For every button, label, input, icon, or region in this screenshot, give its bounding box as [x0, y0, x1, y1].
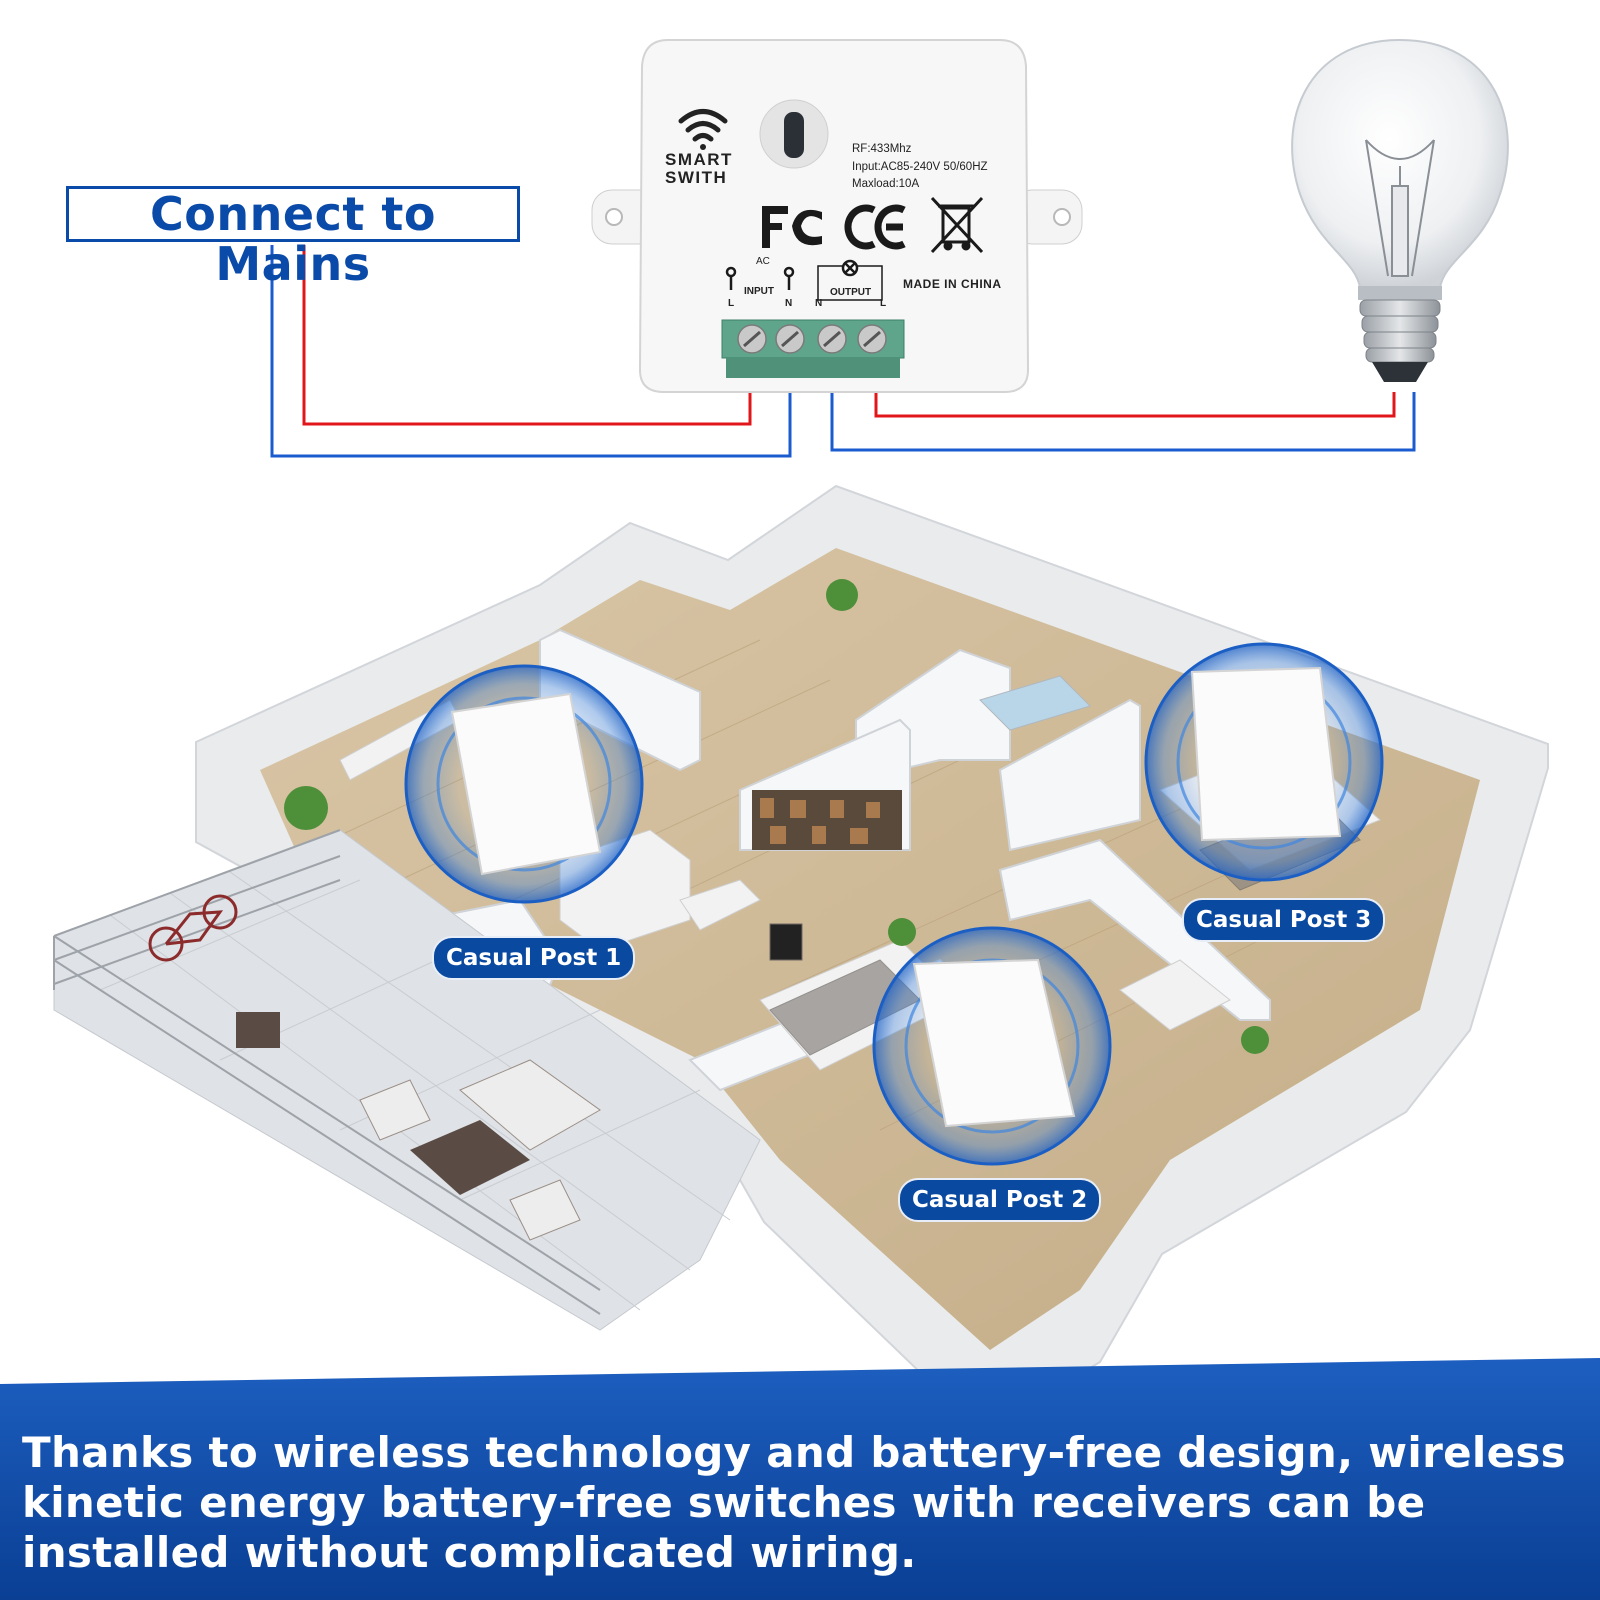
bookshelf [752, 790, 902, 850]
post-label-1: Casual Post 1 [432, 936, 636, 980]
bathtub [979, 675, 1091, 731]
spec-rf: RF:433Mhz [852, 143, 912, 155]
wiring [270, 245, 1416, 458]
weee-bin-icon [930, 196, 984, 254]
input-terminal-l: L [728, 298, 735, 309]
pair-button [759, 99, 829, 169]
load-live-wire [874, 392, 1396, 418]
input-terminal-n: N [785, 298, 793, 309]
terrace-railing [53, 829, 601, 1315]
ce-logo [844, 204, 906, 250]
receiver-brand: SMART SWITH [665, 150, 733, 187]
post-label-3: Casual Post 3 [1182, 898, 1386, 942]
terminal-block [721, 319, 905, 378]
output-terminal-n: N [815, 298, 823, 309]
receiver-specs: RF:433Mhz Input:AC85-240V 50/60HZ Maxloa… [852, 141, 988, 194]
switch-post-1 [404, 664, 644, 904]
output-terminal-l: L [880, 298, 887, 309]
wall-switch-2 [912, 958, 1076, 1128]
terminal-markings [725, 259, 883, 301]
load-neutral-wire [830, 392, 1416, 452]
wall-switch-1 [450, 692, 602, 876]
bicycle [148, 894, 238, 962]
banner-description: Thanks to wireless technology and batter… [22, 1428, 1566, 1577]
input-label: INPUT [744, 286, 774, 297]
light-bulb [1291, 38, 1509, 382]
output-label: OUTPUT [830, 287, 872, 298]
receiver-module [591, 39, 1083, 393]
info-banner [0, 1358, 1600, 1600]
wifi-icon [678, 109, 728, 150]
spec-load: Maxload:10A [852, 178, 920, 190]
mains-live-wire [302, 245, 752, 426]
ac-label: AC [756, 256, 770, 267]
floor-plan [53, 484, 1549, 1434]
spec-input: Input:AC85-240V 50/60HZ [852, 160, 988, 173]
post-label-2: Casual Post 2 [898, 1178, 1102, 1222]
switch-post-3 [1144, 642, 1384, 882]
receiver-body [638, 39, 1030, 393]
connect-to-mains-label: Connect to Mains [66, 186, 520, 289]
fc-logo [762, 206, 822, 248]
wall-switch-3 [1190, 666, 1342, 842]
made-in-label: MADE IN CHINA [903, 277, 1002, 291]
switch-post-2 [872, 926, 1112, 1166]
mains-neutral-wire [270, 245, 792, 458]
